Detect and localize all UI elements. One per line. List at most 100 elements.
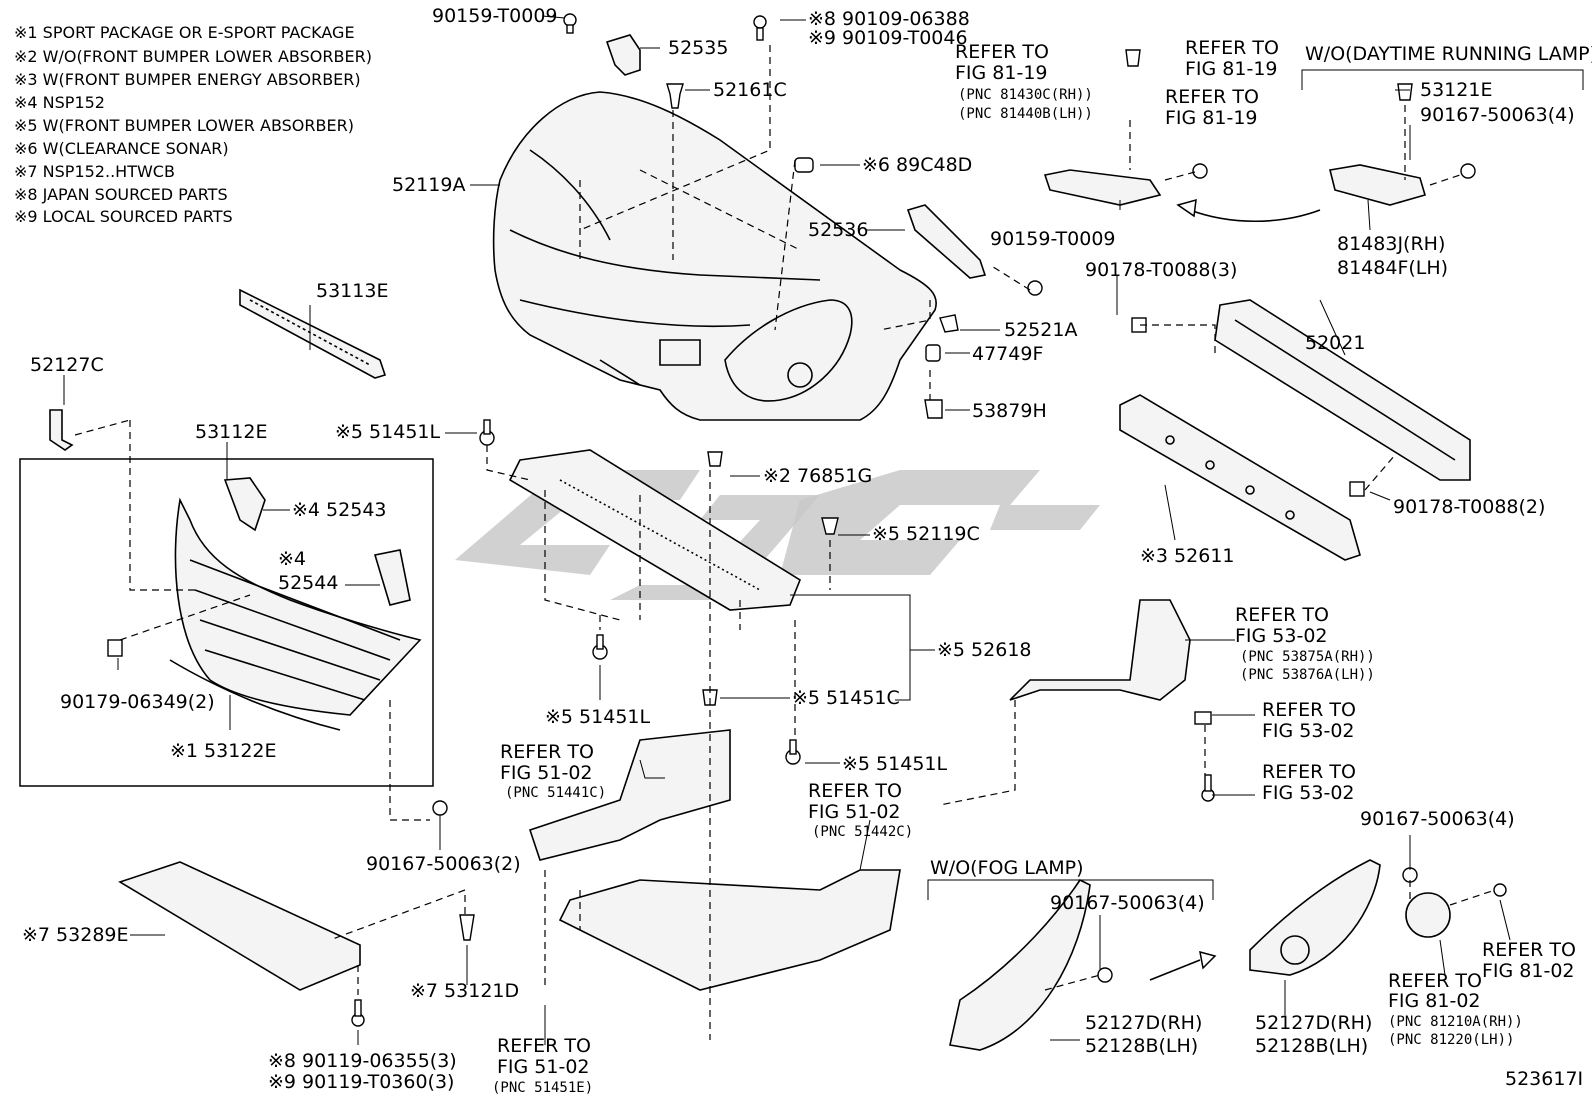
label-76851g[interactable]: ※2 76851G <box>763 465 872 487</box>
undercover-51442c[interactable] <box>558 869 901 991</box>
clip-refer-53-02[interactable] <box>1194 711 1212 725</box>
label-52128b-a[interactable]: 52128B(LH) <box>1085 1035 1198 1057</box>
screw-refer-53-02[interactable] <box>1201 774 1215 802</box>
label-52127d-a[interactable]: 52127D(RH) <box>1085 1012 1202 1034</box>
label-53122e[interactable]: ※1 53122E <box>170 740 277 762</box>
label-52127c[interactable]: 52127C <box>30 354 104 376</box>
ref6-line2[interactable]: FIG 53-02 <box>1262 782 1355 804</box>
bracket-52535[interactable] <box>605 34 641 76</box>
ref10-line1[interactable]: REFER TO <box>1482 939 1576 961</box>
ref2-line1[interactable]: REFER TO <box>1185 37 1279 59</box>
label-53113e[interactable]: 53113E <box>316 280 388 302</box>
label-90167-fog2[interactable]: 90167-50063(4) <box>1360 808 1515 830</box>
label-52521a[interactable]: 52521A <box>1004 319 1077 341</box>
nut-90179[interactable] <box>107 639 123 657</box>
fender-liner-53875a[interactable] <box>1009 599 1191 701</box>
clip-53879h[interactable] <box>924 399 943 419</box>
ref1-line2[interactable]: FIG 81-19 <box>955 62 1048 84</box>
clip-52119c[interactable] <box>821 517 839 535</box>
label-52161c[interactable]: 52161C <box>713 79 787 101</box>
bolt-90159-top[interactable] <box>563 13 577 34</box>
ref1-line1[interactable]: REFER TO <box>955 41 1049 63</box>
label-53879h[interactable]: 53879H <box>972 400 1047 422</box>
ref11-line2[interactable]: FIG 81-02 <box>1388 990 1481 1012</box>
undercover-51441c[interactable] <box>528 729 731 861</box>
bezel-52127d-left[interactable] <box>949 878 1091 1051</box>
label-90167-fog[interactable]: 90167-50063(4) <box>1050 892 1205 914</box>
cover-53289e[interactable] <box>118 861 361 991</box>
cover-52543[interactable] <box>223 477 266 532</box>
ref4-line2[interactable]: FIG 53-02 <box>1235 625 1328 647</box>
ref3-line1[interactable]: REFER TO <box>1165 86 1259 108</box>
label-53121d[interactable]: ※7 53121D <box>410 980 519 1002</box>
nut-90178-2[interactable] <box>1349 481 1365 497</box>
cover-52544[interactable] <box>373 549 411 606</box>
clip-51451c[interactable] <box>702 689 718 706</box>
label-51451l-b[interactable]: ※5 51451L <box>545 706 650 728</box>
screw-90119[interactable] <box>351 999 365 1027</box>
label-52536[interactable]: 52536 <box>808 219 868 241</box>
ref8-line1[interactable]: REFER TO <box>808 780 902 802</box>
ref4-line1[interactable]: REFER TO <box>1235 604 1329 626</box>
clip-53121e[interactable] <box>1397 83 1413 101</box>
ref9-line1[interactable]: REFER TO <box>497 1035 591 1057</box>
bumper-cover-52119a[interactable] <box>492 91 937 421</box>
ref9-line2[interactable]: FIG 51-02 <box>497 1056 590 1078</box>
label-90178-3[interactable]: 90178-T0088(3) <box>1085 259 1237 281</box>
clip-refer-81-19[interactable] <box>1125 49 1141 67</box>
absorber-52611[interactable] <box>1119 394 1361 561</box>
molding-53122e[interactable] <box>169 659 341 731</box>
reinforcement-52021[interactable] <box>1214 299 1471 481</box>
label-52128b-b[interactable]: 52128B(LH) <box>1255 1035 1368 1057</box>
screw-90109[interactable] <box>753 15 767 41</box>
label-52618[interactable]: ※5 52618 <box>937 639 1032 661</box>
label-90167-drl[interactable]: 90167-50063(4) <box>1420 104 1575 126</box>
label-51451l-a[interactable]: ※5 51451L <box>335 421 440 443</box>
clip-53121d[interactable] <box>459 914 475 941</box>
label-81484f[interactable]: 81484F(LH) <box>1337 257 1448 279</box>
bolt-90159-mid[interactable] <box>1027 280 1043 296</box>
label-90159-top[interactable]: 90159-T0009 <box>432 5 558 27</box>
label-52535[interactable]: 52535 <box>668 37 728 59</box>
lamp-81430c[interactable] <box>1043 169 1162 206</box>
label-52021[interactable]: 52021 <box>1305 332 1365 354</box>
label-90119-t0360[interactable]: ※9 90119-T0360(3) <box>268 1071 454 1093</box>
label-53112e[interactable]: 53112E <box>195 421 267 443</box>
label-52127d-b[interactable]: 52127D(RH) <box>1255 1012 1372 1034</box>
bracket-52127c[interactable] <box>49 409 74 451</box>
label-53121e[interactable]: 53121E <box>1420 79 1492 101</box>
ref3-line2[interactable]: FIG 81-19 <box>1165 107 1258 129</box>
label-52543[interactable]: ※4 52543 <box>292 499 387 521</box>
retainer-47749f[interactable] <box>925 344 941 362</box>
absorber-52618[interactable] <box>508 449 801 611</box>
label-90109-06388[interactable]: ※8 90109-06388 <box>808 8 970 30</box>
label-52611[interactable]: ※3 52611 <box>1140 545 1235 567</box>
label-90109-t0046[interactable]: ※9 90109-T0046 <box>808 27 968 49</box>
clip-52521a[interactable] <box>939 314 959 333</box>
clip-52161c[interactable] <box>666 83 684 109</box>
label-51451l-c[interactable]: ※5 51451L <box>842 753 947 775</box>
label-90159-mid[interactable]: 90159-T0009 <box>990 228 1116 250</box>
ref5-line2[interactable]: FIG 53-02 <box>1262 720 1355 742</box>
grille-53113e[interactable] <box>239 288 387 379</box>
cover-81483j[interactable] <box>1329 164 1426 206</box>
label-89c48d[interactable]: ※6 89C48D <box>862 154 972 176</box>
ref8-line2[interactable]: FIG 51-02 <box>808 801 901 823</box>
grille-53112e[interactable] <box>174 497 422 716</box>
label-53289e[interactable]: ※7 53289E <box>22 924 129 946</box>
ref6-line1[interactable]: REFER TO <box>1262 761 1356 783</box>
clip-76851g[interactable] <box>707 451 723 467</box>
ref7-line2[interactable]: FIG 51-02 <box>500 762 593 784</box>
label-81483j[interactable]: 81483J(RH) <box>1337 233 1445 255</box>
ref2-line2[interactable]: FIG 81-19 <box>1185 58 1278 80</box>
label-90119-06355[interactable]: ※8 90119-06355(3) <box>268 1050 457 1072</box>
bolt-90167-left[interactable] <box>432 800 448 816</box>
bolt-90167-fog2[interactable] <box>1402 867 1418 883</box>
label-52119c[interactable]: ※5 52119C <box>872 523 980 545</box>
bolt-refer-81-19[interactable] <box>1192 163 1208 179</box>
ref5-line1[interactable]: REFER TO <box>1262 699 1356 721</box>
sonar-89c48d[interactable] <box>794 157 814 173</box>
ref11-line1[interactable]: REFER TO <box>1388 970 1482 992</box>
bolt-90167-fog[interactable] <box>1097 967 1113 983</box>
label-52119a[interactable]: 52119A <box>392 174 465 196</box>
